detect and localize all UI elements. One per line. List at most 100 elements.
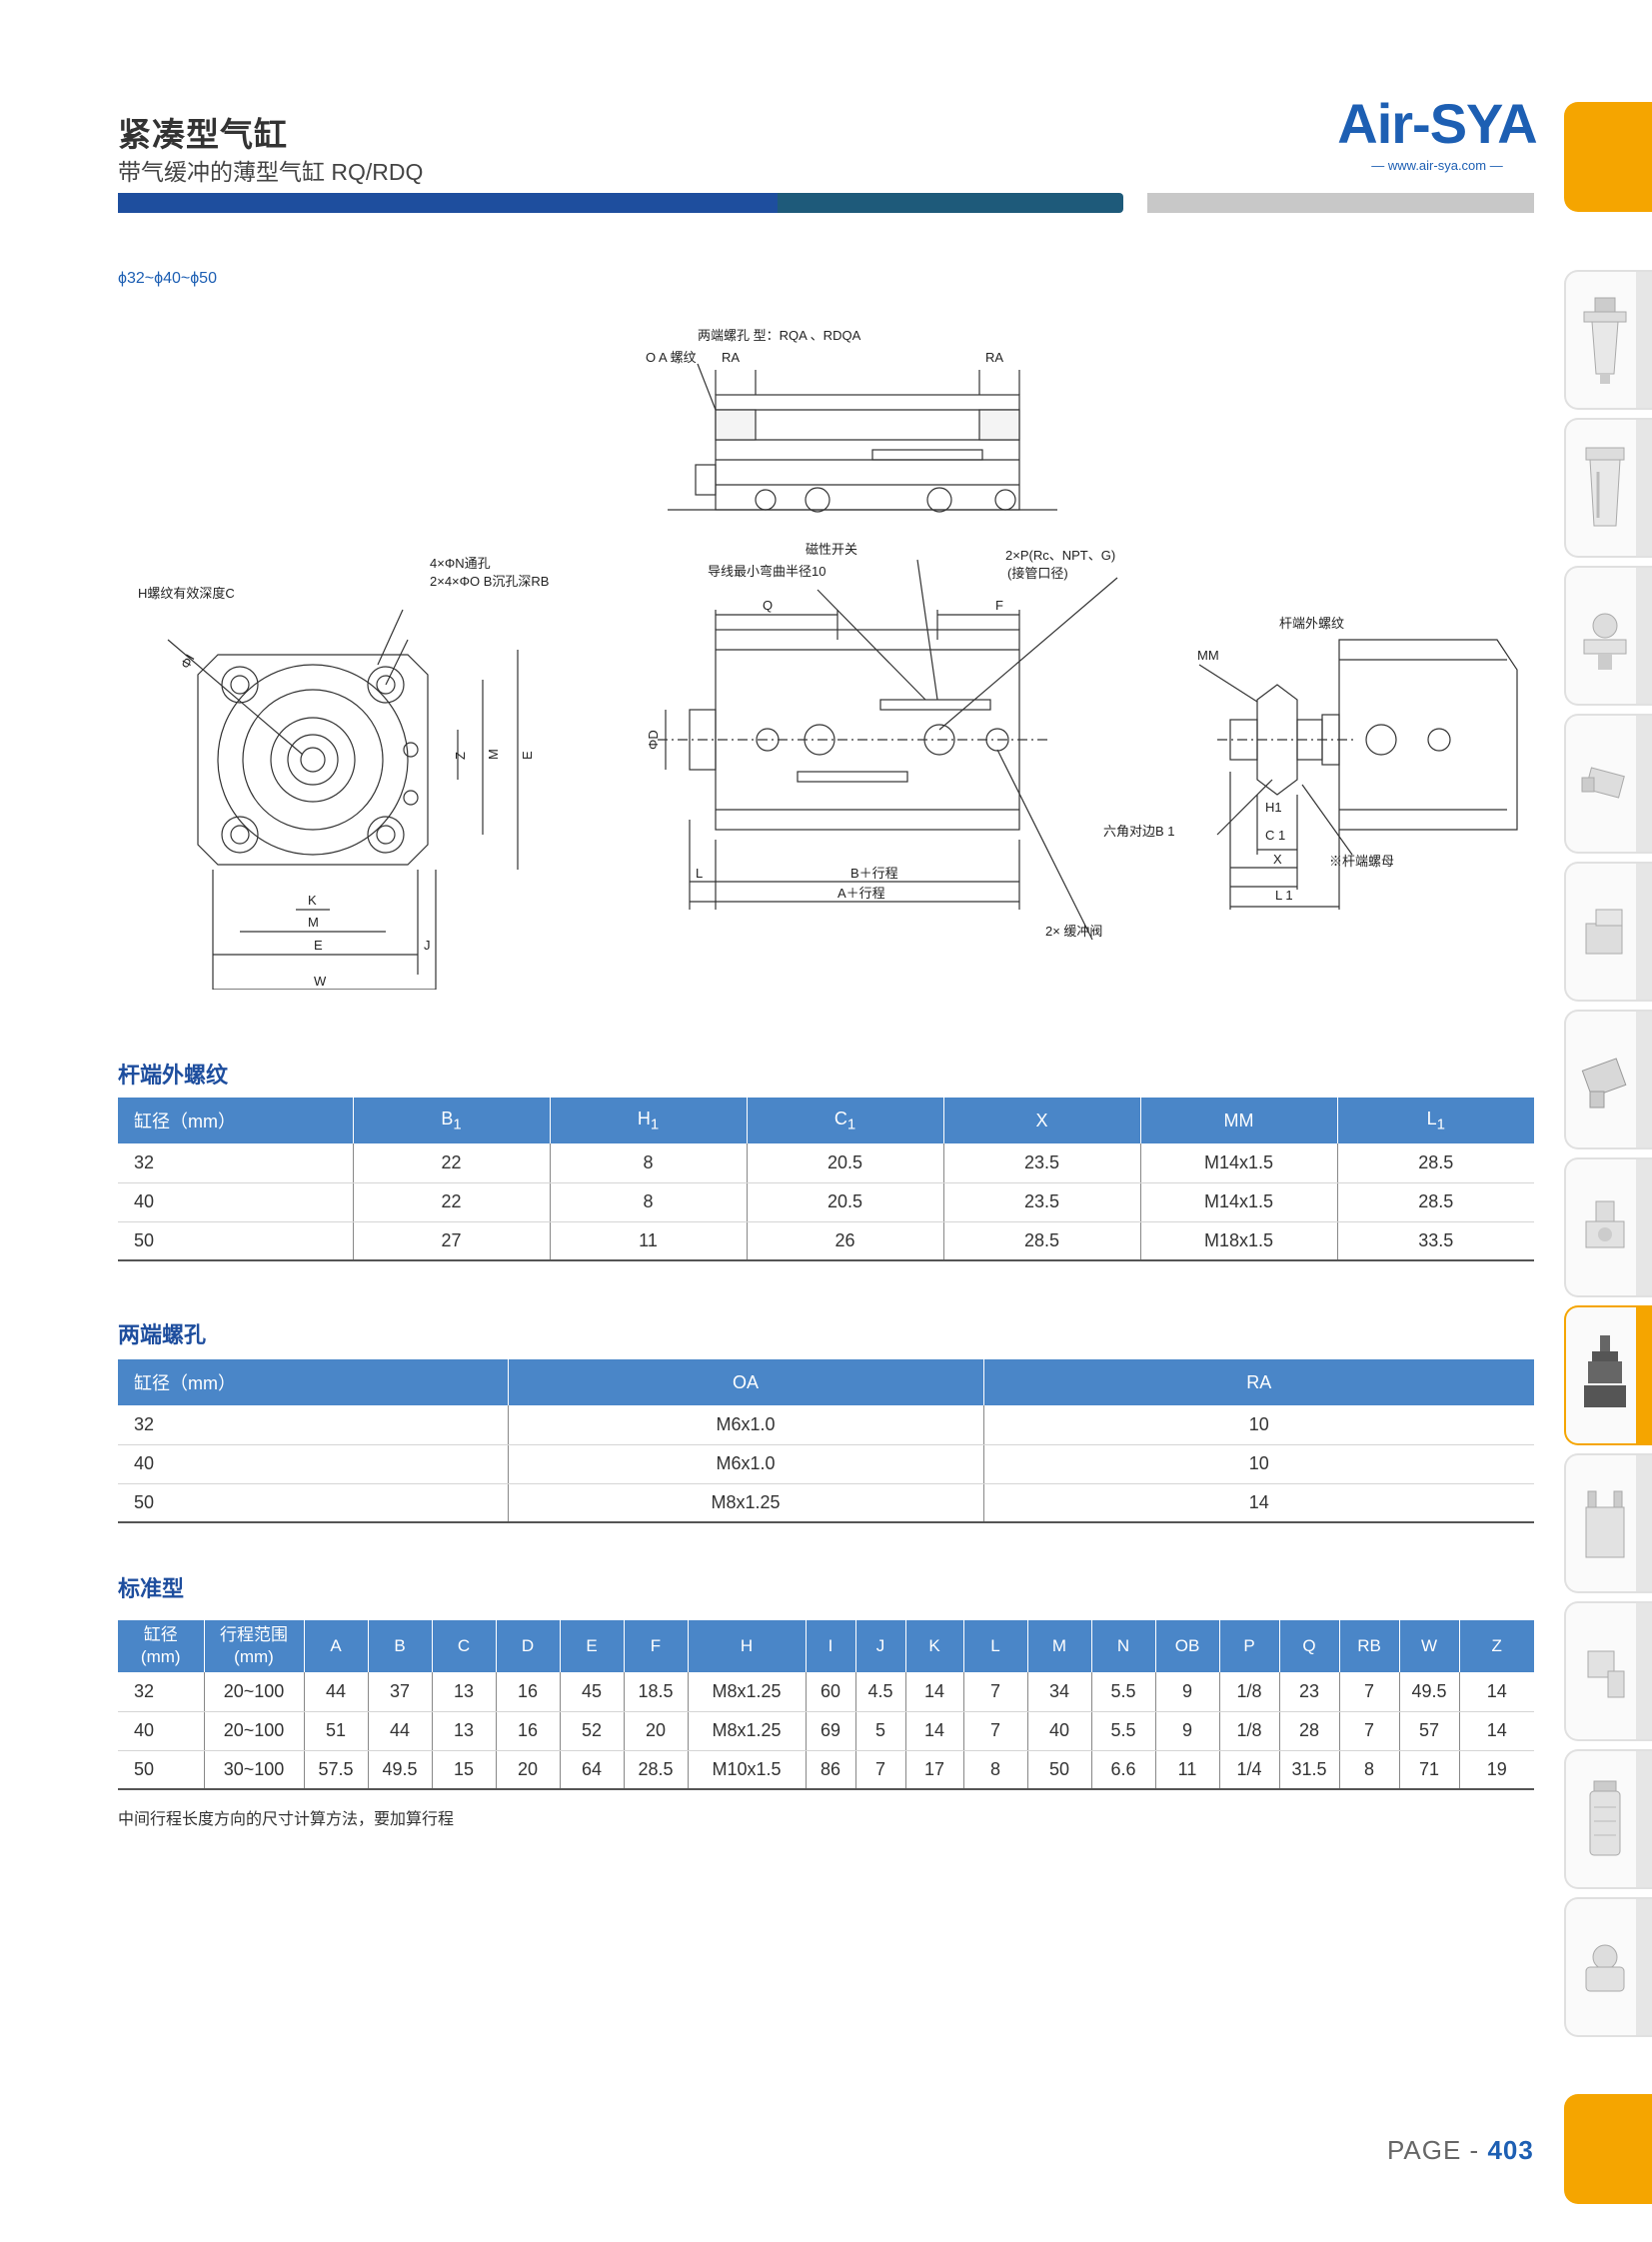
- table-cell: 40: [118, 1711, 204, 1751]
- col-header-x: X: [942, 1098, 1140, 1143]
- top-view: [668, 363, 1057, 513]
- lubricator-icon: [1585, 447, 1625, 527]
- col-header: P: [1218, 1620, 1279, 1672]
- side-tab-manifold[interactable]: [1564, 1010, 1652, 1149]
- table-cell: 20~100: [203, 1711, 304, 1751]
- rod-thread-detail: [1198, 639, 1518, 910]
- side-tab-regulator[interactable]: [1564, 566, 1652, 706]
- label-hex-b1: 六角对边B 1: [1103, 824, 1175, 839]
- table-cell: 1/4: [1218, 1750, 1279, 1790]
- side-tab-accessory[interactable]: [1564, 1897, 1652, 2037]
- table-cell: 44: [367, 1711, 432, 1751]
- table-cell: 16: [495, 1711, 560, 1751]
- label-a-stroke: A＋行程: [837, 886, 885, 901]
- col-header-oa: OA: [507, 1359, 983, 1405]
- table-cell: 27: [352, 1221, 550, 1261]
- label-through-hole: 4×ΦN通孔: [430, 556, 491, 571]
- label-rod-nut: ※杆端螺母: [1329, 854, 1394, 869]
- side-tab-fluid-valve[interactable]: [1564, 1157, 1652, 1297]
- table-cell: 19: [1458, 1750, 1534, 1790]
- side-tab-fitting[interactable]: [1564, 1601, 1652, 1741]
- table-cell: 5: [854, 1711, 905, 1751]
- label-phi-i: ΦI: [178, 652, 198, 672]
- section-title-standard: 标准型: [118, 1576, 185, 1601]
- technical-drawing: 两端螺孔 型：RQA 、RDQA O A 螺纹 RA RA 4×ΦN通孔 2×4…: [138, 328, 1518, 990]
- tab-strip: [1636, 1012, 1652, 1147]
- table-cell: 7: [854, 1750, 905, 1790]
- table-cell: 14: [1458, 1672, 1534, 1712]
- table-cell: 16: [495, 1672, 560, 1712]
- tab-strip: [1636, 716, 1652, 852]
- side-tab-solenoid[interactable]: [1564, 862, 1652, 1002]
- table-cell: 34: [1026, 1672, 1091, 1712]
- tab-strip: [1636, 1455, 1652, 1591]
- label-q: Q: [763, 598, 773, 613]
- col-header: I: [805, 1620, 855, 1672]
- table-cell: 8: [962, 1750, 1027, 1790]
- col-header: L: [962, 1620, 1027, 1672]
- bottom-orange-tab: [1564, 2094, 1652, 2204]
- table-cell: 7: [962, 1711, 1027, 1751]
- table-cell: 31.5: [1278, 1750, 1339, 1790]
- col-header-b1: B1: [352, 1098, 550, 1143]
- accessory-icon: [1585, 1944, 1625, 1992]
- table-cell: 14: [904, 1672, 963, 1712]
- col-header: F: [623, 1620, 688, 1672]
- table-cell: 6.6: [1090, 1750, 1155, 1790]
- side-tab-cylinder[interactable]: [1564, 1305, 1652, 1445]
- table-cell: 26: [746, 1221, 943, 1261]
- table-cell: 23.5: [942, 1182, 1140, 1222]
- label-ra-right: RA: [985, 350, 1003, 365]
- side-tab-silencer[interactable]: [1564, 1749, 1652, 1889]
- label-mm: MM: [1197, 648, 1219, 663]
- side-tab-lubricator[interactable]: [1564, 418, 1652, 558]
- page-title: 紧凑型气缸: [118, 116, 288, 153]
- table-cell: 11: [1154, 1750, 1219, 1790]
- col-header: OB: [1154, 1620, 1219, 1672]
- brand-url: — www.air-sya.com —: [1371, 158, 1503, 173]
- table-cell: 28.5: [623, 1750, 688, 1790]
- table-cell: M6x1.0: [507, 1444, 983, 1484]
- side-tab-filter[interactable]: [1564, 270, 1652, 410]
- series-label: ϕ32~ϕ40~ϕ50: [118, 270, 217, 287]
- col-header-bore: 缸径（mm）: [118, 1098, 353, 1143]
- table-cell: 33.5: [1336, 1221, 1534, 1261]
- col-header: Z: [1458, 1620, 1534, 1672]
- side-tab-valve[interactable]: [1564, 714, 1652, 854]
- cylinder-icon: [1584, 1335, 1626, 1407]
- regulator-icon: [1583, 613, 1627, 670]
- col-header: RB: [1338, 1620, 1399, 1672]
- table-cell: 1/8: [1218, 1711, 1279, 1751]
- col-header: M: [1026, 1620, 1091, 1672]
- table-cell: 69: [805, 1711, 855, 1751]
- col-header-mm: MM: [1139, 1098, 1337, 1143]
- brand-logo: Air-SYA — www.air-sya.com —: [1337, 92, 1537, 173]
- tab-strip: [1636, 1899, 1652, 2035]
- table-cell: 49.5: [1398, 1672, 1459, 1712]
- header-bar-gray: [1147, 193, 1534, 213]
- label-x: X: [1273, 852, 1282, 867]
- table-cell: 20: [495, 1750, 560, 1790]
- table-cell: 20.5: [746, 1182, 943, 1222]
- table-cell: 49.5: [367, 1750, 432, 1790]
- col-header: Q: [1278, 1620, 1339, 1672]
- label-m: M: [308, 915, 319, 930]
- page-number: PAGE - 403: [1387, 2135, 1534, 2165]
- tab-strip: [1636, 420, 1652, 556]
- table-cell: 20.5: [746, 1143, 943, 1183]
- table-cell: M6x1.0: [507, 1405, 983, 1445]
- label-c1: C 1: [1265, 828, 1285, 843]
- table-cell: 5.5: [1090, 1672, 1155, 1712]
- table-cell: 23.5: [942, 1143, 1140, 1183]
- label-top-view-title: 两端螺孔 型：RQA 、RDQA: [698, 328, 861, 343]
- table-cell: 30~100: [203, 1750, 304, 1790]
- table-cell: 51: [303, 1711, 368, 1751]
- label-magnetic-switch: 磁性开关: [806, 542, 857, 557]
- tab-strip: [1636, 272, 1652, 408]
- side-tab-gripper[interactable]: [1564, 1453, 1652, 1593]
- label-bend-radius: 导线最小弯曲半径10: [708, 564, 826, 579]
- table-cell: 37: [367, 1672, 432, 1712]
